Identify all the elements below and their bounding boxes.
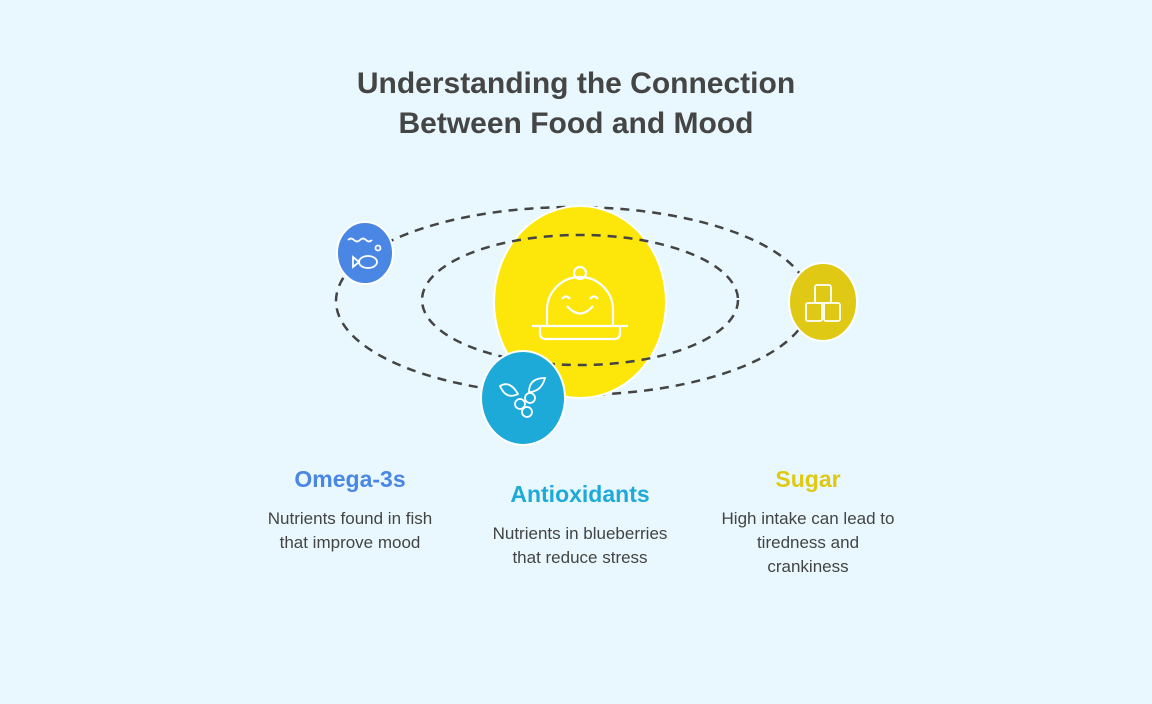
antioxidants-circle — [480, 350, 566, 446]
smiling-dish-icon — [532, 265, 628, 341]
sugar-cubes-icon — [805, 284, 841, 322]
omega-circle — [336, 221, 394, 285]
fish-icon — [347, 237, 382, 269]
page-title: Understanding the Connection Between Foo… — [356, 67, 796, 140]
item-antioxidants: Antioxidants Nutrients in blueberries th… — [492, 481, 668, 567]
center-circle — [493, 205, 667, 399]
berries-icon — [498, 377, 547, 418]
inner-orbit — [420, 233, 740, 367]
item-omega-3s: Omega-3s Nutrients found in fish that im… — [267, 466, 433, 552]
item-sugar: Sugar High intake can lead to tiredness … — [721, 466, 895, 576]
sugar-circle — [788, 262, 858, 342]
